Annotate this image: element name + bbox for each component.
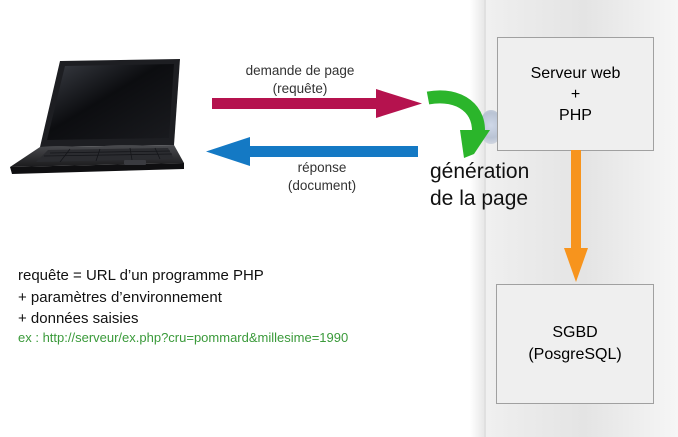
laptop-icon (10, 59, 184, 174)
request-arrow-head (376, 89, 422, 118)
response-label: réponse (document) (262, 159, 382, 195)
web-server-line1: Serveur web (530, 64, 621, 82)
database-box: SGBD (PosgreSQL) (496, 284, 654, 404)
request-label: demande de page (requête) (222, 62, 378, 98)
server-power-button-icon (482, 110, 500, 144)
request-label-line1: demande de page (245, 63, 355, 78)
database-line2: (PosgreSQL) (528, 346, 622, 363)
note-request-definition: requête = URL d’un programme PHP (18, 267, 264, 284)
database-line1: SGBD (552, 324, 598, 341)
note-example-url: ex : http://serveur/ex.php?cru=pommard&m… (18, 330, 349, 345)
web-server-line3: PHP (559, 106, 592, 124)
generation-label-line2: de la page (430, 187, 529, 210)
generation-curved-arrow (426, 90, 490, 158)
server-to-db-arrow-head (564, 248, 588, 282)
generation-arrow-shaft (426, 90, 485, 137)
generation-label-line1: génération (430, 160, 530, 183)
generation-arrow-head (460, 130, 490, 158)
response-arrow (206, 137, 418, 166)
web-server-line2: + (570, 85, 581, 103)
request-label-line2: (requête) (272, 81, 328, 96)
note-entered-data: + données saisies (18, 310, 139, 327)
request-arrow-shaft (212, 98, 380, 109)
web-server-box: Serveur web + PHP (497, 37, 654, 151)
response-arrow-head (206, 137, 250, 166)
generation-label: génération de la page (430, 158, 529, 212)
request-arrow (212, 89, 422, 118)
note-env-params: + paramètres d’environnement (18, 289, 222, 306)
server-to-db-arrow-shaft (571, 150, 581, 250)
server-to-db-arrow (564, 150, 588, 282)
response-label-line2: (document) (287, 178, 357, 193)
response-label-line1: réponse (297, 160, 347, 175)
response-arrow-shaft (248, 146, 418, 157)
